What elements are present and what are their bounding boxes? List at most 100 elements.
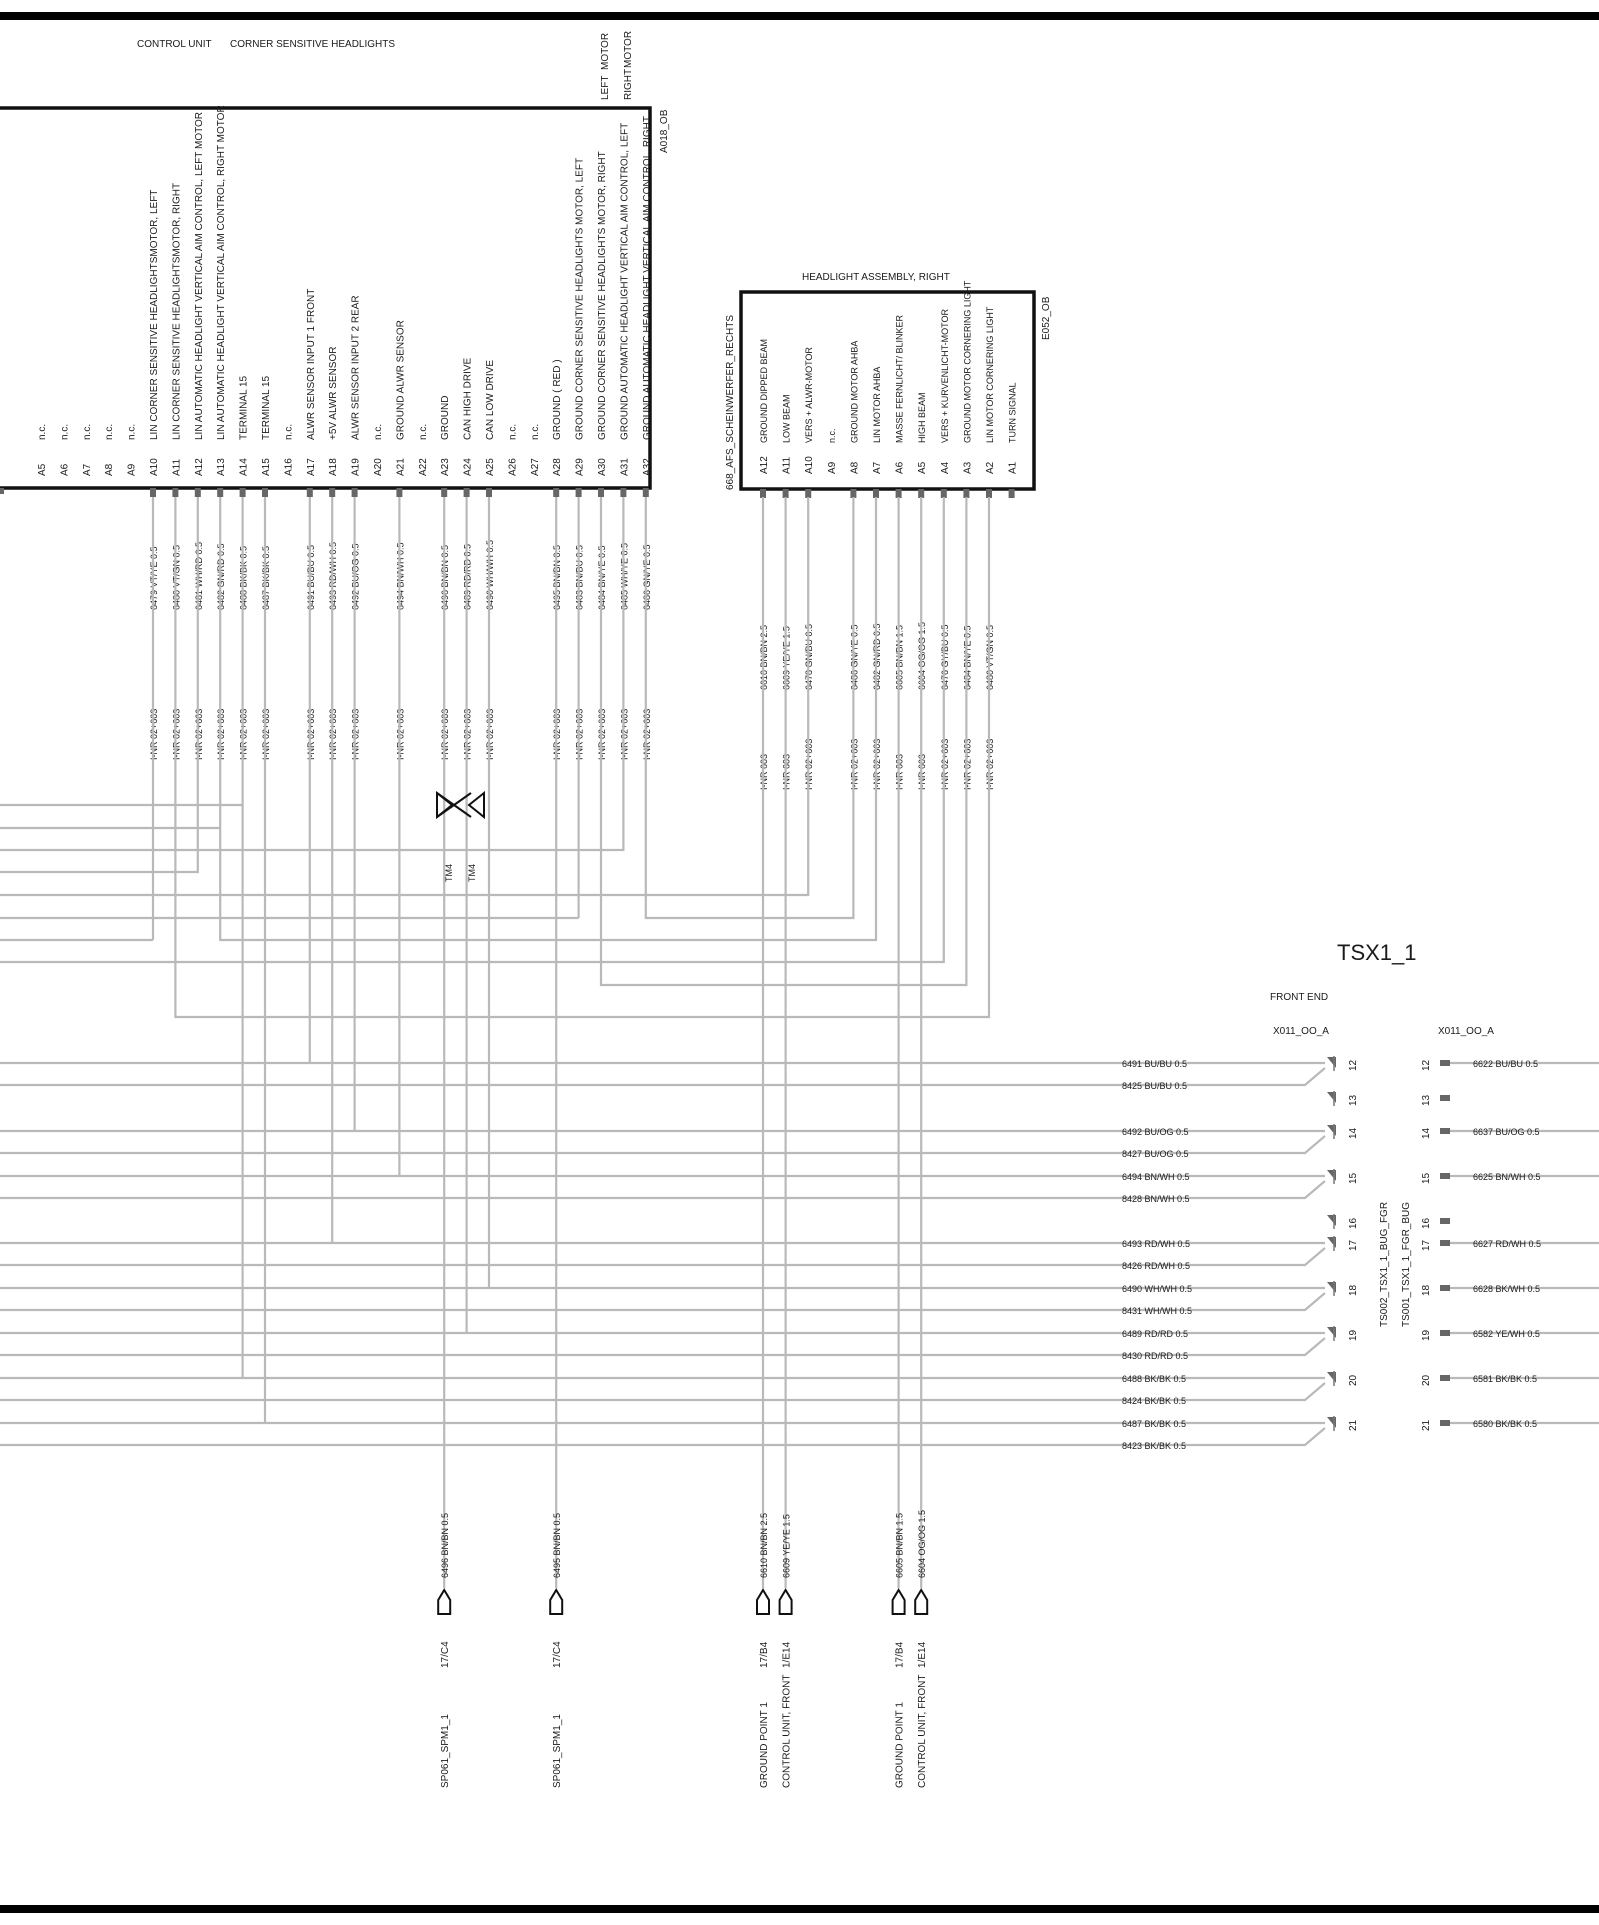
headlight-id: E052_OB: [1041, 296, 1052, 340]
ecu-pin-number: A8: [104, 463, 115, 476]
connector-right-id: X011_OO_A: [1438, 1026, 1494, 1037]
ecu-pin-number: A24: [463, 458, 474, 476]
ecu-pin-description: LIN CORNER SENSITIVE HEADLIGHTSMOTOR, LE…: [149, 190, 160, 440]
connector-wire-secondary: [0, 1382, 1326, 1402]
headlight-pin-number: A12: [759, 456, 770, 474]
ecu-pin-description: GROUND CORNER SENSITIVE HEADLIGHTS MOTOR…: [575, 158, 586, 440]
ecu-pin-description: ALWR SENSOR INPUT 2 REAR: [351, 295, 362, 440]
ecu-pin-number: A11: [171, 459, 182, 476]
ground-terminal-icon: [778, 1588, 793, 1615]
ground-wire-label: 6496 BN/BN 0.5: [440, 1513, 450, 1578]
motor-right-label: MOTOR: [623, 31, 634, 68]
connector-vertical-label-2: TS001_TSX1_1_FGR_BUG: [1401, 1202, 1412, 1327]
headlight-pin-number: A11: [782, 457, 793, 474]
headlight-pin-description: MASSE FERNLICHT/ BLINKER: [895, 314, 905, 443]
connector-left-wire2-label: 8425 BU/BU 0.5: [1122, 1081, 1187, 1091]
ecu-pin-terminal: [598, 488, 604, 497]
connector-left-wire-label: 6493 RD/WH 0.5: [1122, 1239, 1190, 1249]
twist-label-2: TM4: [467, 864, 477, 882]
connector-wire-secondary: [0, 1427, 1326, 1447]
headlight-pin-description: GROUND DIPPED BEAM: [759, 339, 769, 443]
ecu-pin-description: LIN AUTOMATIC HEADLIGHT VERTICAL AIM CON…: [216, 105, 227, 440]
ecu-pin-terminal: [351, 488, 358, 497]
headlight-pin-number: A5: [917, 461, 928, 474]
control-unit-label: CONTROL UNIT: [137, 39, 212, 50]
connector-right-wire-label: 6625 BN/WH 0.5: [1473, 1172, 1541, 1182]
ecu-pin-terminal: [486, 488, 492, 497]
ecu-pin-description: LIN AUTOMATIC HEADLIGHT VERTICAL AIM CON…: [194, 112, 205, 440]
headlight-pin-description: VERS + KURVENLICHT-MOTOR: [940, 309, 950, 443]
wire-ecu-a11-hl-a2: [174, 497, 991, 1019]
connector-wire-secondary: [0, 1292, 1326, 1312]
headlight-pin-terminal: [873, 489, 879, 498]
connector-pin-number-left: 21: [1348, 1419, 1359, 1431]
ecu-pin-terminal: [172, 488, 179, 497]
ecu-stub-pin: [0, 488, 4, 494]
ecu-pin-terminal: [306, 488, 313, 497]
connector-pin-icon: [1440, 1330, 1450, 1336]
ecu-pin-description: GROUND ALWR SENSOR: [395, 320, 406, 440]
ecu-pin-terminal: [329, 488, 336, 497]
headlight-pin-number: A8: [849, 461, 860, 474]
wire-ecu-a32-hl-a8: [644, 497, 855, 920]
headlight-side-label: 668_AFS_SCHEINWERFER_RECHTS: [725, 315, 736, 490]
connector-pin-number-right: 15: [1421, 1172, 1432, 1184]
connector-wire-secondary: [0, 1180, 1326, 1200]
ecu-pin-number: A30: [597, 458, 608, 476]
ground-ref-label: 17/B4: [895, 1641, 906, 1668]
connector-left-wire2-label: 8430 RD/RD 0.5: [1122, 1351, 1188, 1361]
ecu-pin-terminal: [262, 488, 268, 497]
ecu-pin-number: A18: [328, 458, 339, 476]
ground-terminal-icon: [549, 1588, 564, 1615]
ground-wire-label: 6604 OG/OG 1.5: [917, 1510, 927, 1578]
wire-left-hl-a10: [0, 798, 810, 897]
headlight-pin-number: A9: [827, 461, 838, 474]
wire-ecu-a12: [0, 497, 199, 874]
ground-name-label: GROUND POINT 1: [895, 1702, 906, 1788]
ground-wire-label: 6609 YE/YE 1.5: [782, 1514, 792, 1578]
ecu-pin-number: A31: [619, 458, 630, 476]
connector-block-subtitle: FRONT END: [1270, 992, 1328, 1003]
ecu-pin-terminal: [575, 488, 582, 497]
connector-block-title: TSX1_1: [1337, 940, 1417, 965]
headlight-title: HEADLIGHT ASSEMBLY, RIGHT: [802, 272, 950, 283]
headlight-pin-terminal: [963, 489, 970, 498]
connector-vertical-label-1: TS002_TSX1_1_BUG_FGR: [1379, 1202, 1390, 1327]
wire-ecu-a30-hl-a3: [599, 497, 968, 987]
ecu-pin-description: n.c.: [104, 424, 115, 440]
connector-pin-number-right: 14: [1421, 1127, 1432, 1139]
ecu-pin-description: n.c.: [418, 424, 429, 440]
ground-terminal-icon: [756, 1588, 770, 1615]
ecu-pin-terminal: [642, 488, 649, 497]
connector-left-wire-label: 6489 RD/RD 0.5: [1122, 1329, 1188, 1339]
headlight-pin-terminal: [1008, 489, 1015, 498]
connector-left-wire2-label: 8424 BK/BK 0.5: [1122, 1396, 1186, 1406]
headlight-pin-description: GROUND MOTOR AHBA: [849, 341, 859, 443]
connector-pin-icon: [1440, 1060, 1450, 1066]
headlight-pin-description: LIN MOTOR AHBA: [872, 367, 882, 443]
connector-pin-number-right: 19: [1421, 1329, 1432, 1341]
ground-ref-label: 1/E14: [917, 1641, 928, 1668]
connector-pin-number-right: 21: [1421, 1419, 1432, 1431]
ecu-pin-number: A12: [194, 458, 205, 476]
ecu-pin-number: A22: [418, 458, 429, 476]
headlight-pin-terminal: [986, 489, 992, 498]
wire-ecu-a31: [0, 497, 625, 852]
connector-wire-secondary: [0, 1337, 1326, 1357]
headlight-pin-terminal: [940, 489, 947, 498]
headlight-pin-description: GROUND MOTOR CORNERING LIGHT: [962, 280, 972, 443]
ecu-pin-description: n.c.: [373, 424, 384, 440]
ground-ref-label: 17/C4: [552, 1641, 563, 1668]
connector-pin-number-left: 15: [1348, 1172, 1359, 1184]
ground-terminal-icon: [891, 1588, 906, 1615]
connector-left-wire-label: 6491 BU/BU 0.5: [1122, 1059, 1187, 1069]
connector-pin-icon: [1440, 1420, 1450, 1426]
ecu-pin-description: LIN CORNER SENSITIVE HEADLIGHTSMOTOR, RI…: [171, 183, 182, 440]
ecu-pin-number: A5: [37, 463, 48, 476]
ecu-pin-description: n.c.: [507, 424, 518, 440]
connector-left-wire-label: 6490 WH/WH 0.5: [1122, 1284, 1192, 1294]
ground-ref-label: 17/C4: [440, 1641, 451, 1668]
